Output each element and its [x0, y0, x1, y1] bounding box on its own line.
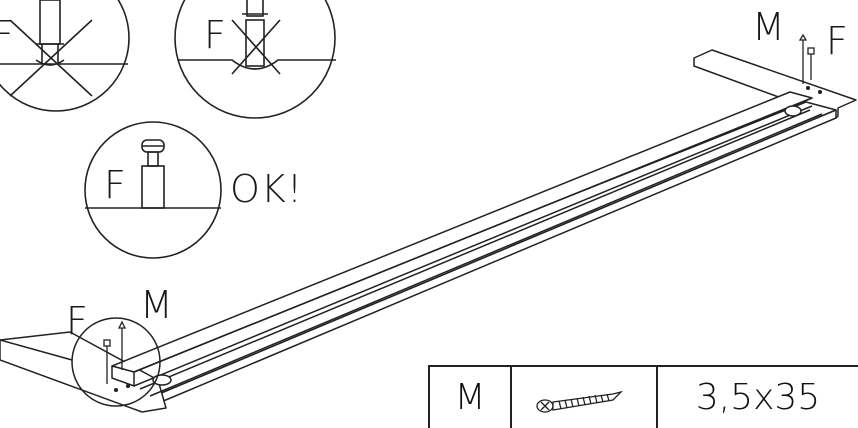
left-m-callout: M [140, 283, 173, 327]
part-letter: M [430, 367, 512, 428]
detail-circle-wrong-protruding [174, 0, 336, 119]
part-size: 3,5x35 [695, 377, 821, 418]
right-m-callout: M [752, 5, 785, 49]
part-icon-cell [512, 367, 658, 428]
detail-circle-ok [84, 121, 222, 259]
top-left-detail-label: F [0, 13, 14, 57]
left-end-detail-circle [0, 317, 161, 407]
top-middle-detail-label: F [204, 13, 226, 57]
right-f-callout: F [826, 19, 848, 63]
right-screws [798, 33, 815, 84]
ok-detail-label: F [104, 163, 126, 207]
left-f-callout: F [66, 299, 88, 343]
screw-icon [536, 390, 624, 413]
left-screws [103, 320, 127, 384]
detail-circle-wrong-deep [0, 0, 130, 112]
ok-text: OK! [230, 167, 304, 211]
rail-frame [0, 49, 857, 413]
parts-table: M 3,5x35 [428, 365, 858, 428]
